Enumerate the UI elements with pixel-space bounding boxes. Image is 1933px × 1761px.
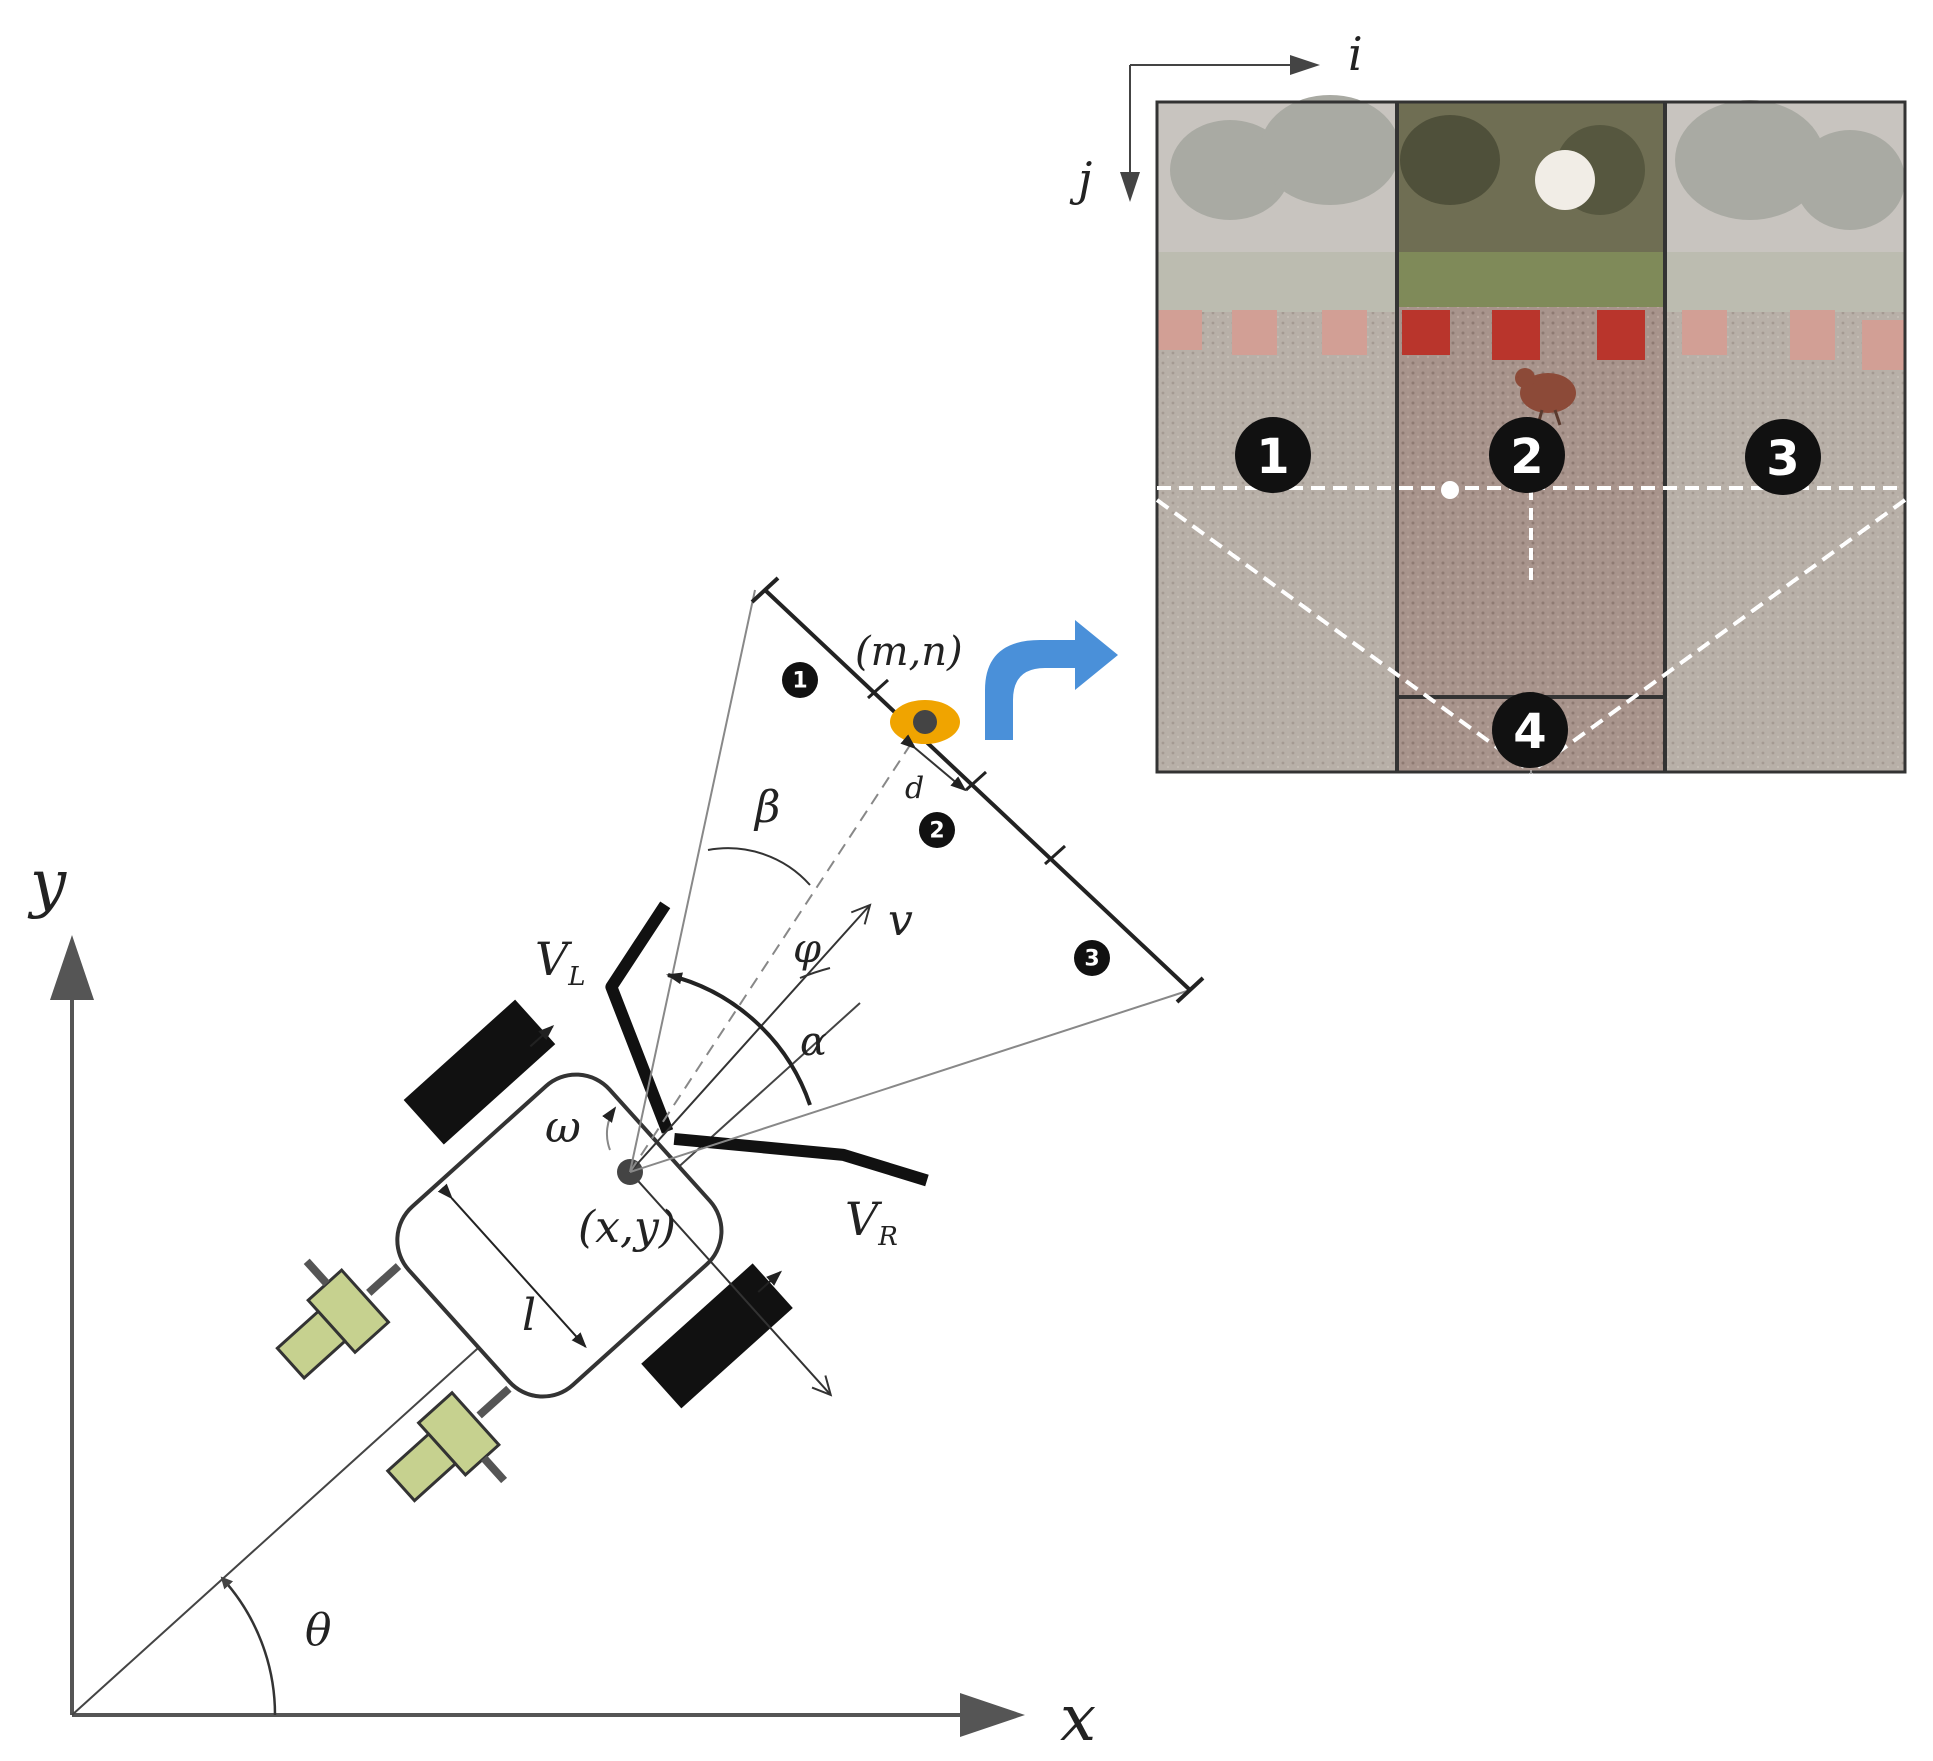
rear-wheel-left xyxy=(275,1258,402,1381)
image-buckets-center xyxy=(1402,310,1645,360)
alpha-label: α xyxy=(800,1019,827,1065)
image-buckets-faded xyxy=(1157,310,1905,370)
fov-right-edge xyxy=(629,989,1191,1173)
view-zone-3: 3 xyxy=(1074,940,1110,976)
svg-text:1: 1 xyxy=(1256,429,1289,485)
right-diagonal-dashed xyxy=(1529,498,1907,774)
y-axis-label: y xyxy=(27,847,67,921)
image-chicken xyxy=(1515,368,1576,426)
target-ray xyxy=(629,729,921,1173)
target-point xyxy=(913,710,937,734)
d-label: d xyxy=(905,771,924,806)
phi-arc xyxy=(799,967,831,979)
i-axis-label: i xyxy=(1348,27,1363,81)
omega-label: ω xyxy=(545,1102,581,1153)
theta-label: θ xyxy=(305,1605,332,1656)
d-arrow xyxy=(900,734,967,792)
rear-wheel-right xyxy=(385,1385,512,1503)
turn-arrow-icon xyxy=(985,620,1118,740)
vl-label: VL xyxy=(535,932,586,992)
target-label: (m,n) xyxy=(855,629,963,675)
vr-label: VR xyxy=(845,1192,898,1252)
lateral-axis xyxy=(629,1171,831,1395)
camera-image-panel: 1 2 3 4 xyxy=(1155,95,1907,774)
robot xyxy=(275,901,929,1503)
width-label: l xyxy=(522,1290,536,1341)
j-axis-label: j xyxy=(1069,152,1092,206)
image-zone-3: 3 xyxy=(1745,419,1821,495)
svg-text:3: 3 xyxy=(1766,431,1799,487)
alpha-arc xyxy=(666,972,812,1106)
position-label: (x,y) xyxy=(578,1202,676,1253)
svg-text:2: 2 xyxy=(929,819,944,844)
image-zone-1: 1 xyxy=(1235,417,1311,493)
phi-label: φ xyxy=(793,926,821,972)
y-axis-arrowhead xyxy=(50,935,94,1000)
svg-text:4: 4 xyxy=(1513,704,1546,760)
x-axis-label: x xyxy=(1060,1682,1096,1756)
image-tree-blobs xyxy=(1170,95,1905,230)
view-zone-1: 1 xyxy=(782,662,818,698)
view-zone-2: 2 xyxy=(919,812,955,848)
right-sensor-arm xyxy=(673,1132,929,1187)
beta-arc xyxy=(707,847,811,886)
left-diagonal-dashed xyxy=(1155,498,1533,774)
v-label: v xyxy=(888,895,913,946)
svg-text:2: 2 xyxy=(1510,429,1543,485)
svg-text:3: 3 xyxy=(1084,947,1099,972)
right-wheel xyxy=(641,1263,793,1409)
image-zone-2: 2 xyxy=(1489,417,1565,493)
fov-left-edge xyxy=(629,589,756,1173)
image-plane xyxy=(750,576,1205,1004)
width-dimension xyxy=(437,1183,587,1349)
heading-line xyxy=(71,1002,861,1716)
v-axis xyxy=(629,905,870,1173)
theta-arc xyxy=(220,1576,277,1716)
vr-arrow xyxy=(757,1270,783,1293)
world-axes: y x xyxy=(27,847,1096,1756)
omega-arc xyxy=(602,1106,617,1151)
x-axis-arrowhead xyxy=(960,1693,1025,1737)
left-wheel xyxy=(403,999,556,1145)
vl-arrow xyxy=(529,1024,555,1048)
svg-text:1: 1 xyxy=(792,669,807,694)
beta-label: β xyxy=(753,782,780,833)
image-zone-4: 4 xyxy=(1492,692,1568,768)
target-dot xyxy=(1441,481,1459,499)
